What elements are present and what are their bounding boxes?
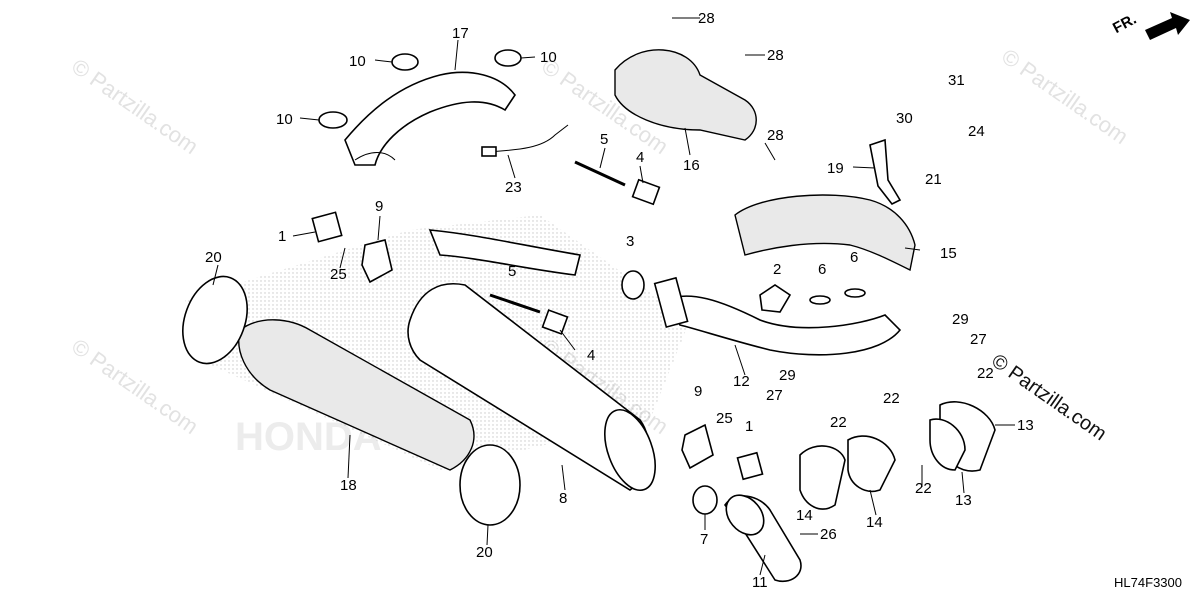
part-label: 11 <box>752 574 768 591</box>
part-label: 13 <box>1017 417 1034 434</box>
part-label: 5 <box>600 131 608 148</box>
part-19-bracket <box>869 138 902 206</box>
part-label: 10 <box>349 53 366 70</box>
part-5-bolt <box>574 160 626 187</box>
part-label: 6 <box>818 261 826 278</box>
part-12-exhaust-pipe <box>653 276 902 356</box>
part-10-clamp <box>391 53 419 71</box>
watermark-text: © Partzilla.com <box>67 334 203 440</box>
part-1-mount <box>736 451 764 481</box>
part-4-spring <box>541 309 569 335</box>
part-labels: 17 10 10 10 23 5 4 28 28 28 16 31 30 24 … <box>205 10 1034 591</box>
part-label: 20 <box>205 249 222 266</box>
part-label: 29 <box>779 367 796 384</box>
part-6-gasket <box>844 288 866 298</box>
leader-lines <box>212 17 1015 576</box>
part-label: 12 <box>733 373 750 390</box>
part-label: 10 <box>276 111 293 128</box>
part-label: 9 <box>694 383 702 400</box>
front-arrow-icon <box>1145 12 1190 40</box>
part-7-gasket <box>692 485 718 515</box>
part-1-mount <box>311 211 343 243</box>
watermark-text: © Partzilla.com <box>997 44 1133 150</box>
part-17-heat-tube <box>344 71 516 166</box>
part-label: 14 <box>866 514 883 531</box>
part-label: 1 <box>278 228 286 245</box>
part-9-bracket <box>361 239 393 284</box>
part-label: 27 <box>766 387 783 404</box>
part-label: 25 <box>716 410 733 427</box>
part-14-cover <box>847 435 896 492</box>
part-16-heat-shield <box>614 49 757 141</box>
part-label: 22 <box>830 414 847 431</box>
part-5-bolt <box>489 293 541 314</box>
part-11-tail-pipe <box>724 494 802 582</box>
part-label: 19 <box>827 160 844 177</box>
part-label: 26 <box>820 526 837 543</box>
part-label: 23 <box>505 179 522 196</box>
part-10-clamp <box>494 49 522 67</box>
part-label: 10 <box>540 49 557 66</box>
part-10-clamp <box>318 111 348 129</box>
part-6-gasket <box>809 295 831 305</box>
part-label: 18 <box>340 477 357 494</box>
part-14-cover <box>799 445 846 510</box>
part-label: 28 <box>767 47 784 64</box>
part-label: 17 <box>452 25 469 42</box>
part-label: 28 <box>698 10 715 27</box>
part-label: 15 <box>940 245 957 262</box>
part-15-heat-shield <box>734 194 916 272</box>
part-label: 25 <box>330 266 347 283</box>
part-label: 30 <box>896 110 913 127</box>
part-label: 21 <box>925 171 942 188</box>
part-20-ring <box>182 275 248 365</box>
part-label: 9 <box>375 198 383 215</box>
part-2-plate <box>759 284 792 313</box>
part-label: 31 <box>948 72 965 89</box>
part-label: 3 <box>626 233 634 250</box>
part-label: 14 <box>796 507 813 524</box>
part-label: 24 <box>968 123 985 140</box>
part-label: 4 <box>587 347 595 364</box>
watermark-text: © Partzilla.com <box>67 54 203 160</box>
part-4-spring <box>631 178 661 206</box>
part-label: 1 <box>745 418 753 435</box>
part-label: 22 <box>883 390 900 407</box>
part-3-gasket <box>621 270 645 300</box>
part-label: 5 <box>508 263 516 280</box>
part-label: 16 <box>683 157 700 174</box>
part-23-sensor <box>487 124 569 153</box>
part-label: 22 <box>915 480 932 497</box>
part-8-muffler <box>407 229 656 491</box>
part-13-cover <box>929 418 966 471</box>
part-label: 4 <box>636 149 644 166</box>
part-label: 13 <box>955 492 972 509</box>
part-label: 8 <box>559 490 567 507</box>
diagram-code: HL74F3300 <box>1114 575 1182 590</box>
part-9-bracket <box>681 423 714 470</box>
part-label: 28 <box>767 127 784 144</box>
part-20-ring <box>459 444 521 526</box>
part-label: 29 <box>952 311 969 328</box>
part-label: 6 <box>850 249 858 266</box>
part-label: 2 <box>773 261 781 278</box>
part-label: 20 <box>476 544 493 561</box>
part-label: 27 <box>970 331 987 348</box>
part-18-heat-shield <box>238 319 475 471</box>
part-label: 22 <box>977 365 994 382</box>
part-label: 7 <box>700 531 708 548</box>
part-23-sensor-plug <box>481 146 497 157</box>
